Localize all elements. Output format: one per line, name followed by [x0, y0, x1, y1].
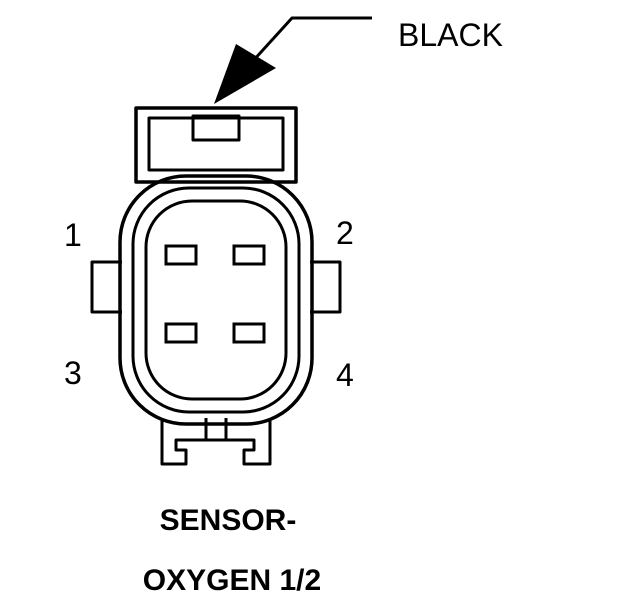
latch-inner [147, 116, 285, 172]
left-ear [90, 260, 122, 314]
body-inner [144, 199, 288, 401]
latch-tab [191, 114, 241, 142]
body-middle [131, 186, 301, 414]
latch-outer [134, 106, 298, 184]
connector-body [118, 174, 314, 426]
arrow-head [214, 44, 276, 104]
pin-label-1: 1 [64, 217, 82, 253]
bottom-tabs [160, 418, 272, 466]
body-outer [118, 174, 314, 426]
pin-cavity-4 [232, 322, 266, 344]
pin-cavity-2 [232, 244, 266, 266]
title-line-1: SENSOR- [160, 504, 297, 537]
pin-cavity-1 [164, 244, 198, 266]
wire-color-label: BLACK [398, 17, 503, 53]
pin-cavities [164, 244, 266, 344]
side-ears [90, 260, 342, 314]
right-ear [310, 260, 342, 314]
color-callout: BLACK [214, 16, 503, 104]
pin-label-4: 4 [336, 357, 354, 393]
bottom-tab-outline [160, 418, 272, 466]
latch-housing [134, 106, 298, 184]
leader-line [250, 16, 372, 64]
component-title: SENSOR- OXYGEN 1/2 [143, 504, 321, 597]
pin-labels: 1 2 3 4 [64, 215, 354, 393]
pin-label-2: 2 [336, 215, 354, 251]
pin-label-3: 3 [64, 355, 82, 391]
title-line-2: OXYGEN 1/2 [143, 564, 321, 597]
pin-cavity-3 [164, 322, 198, 344]
